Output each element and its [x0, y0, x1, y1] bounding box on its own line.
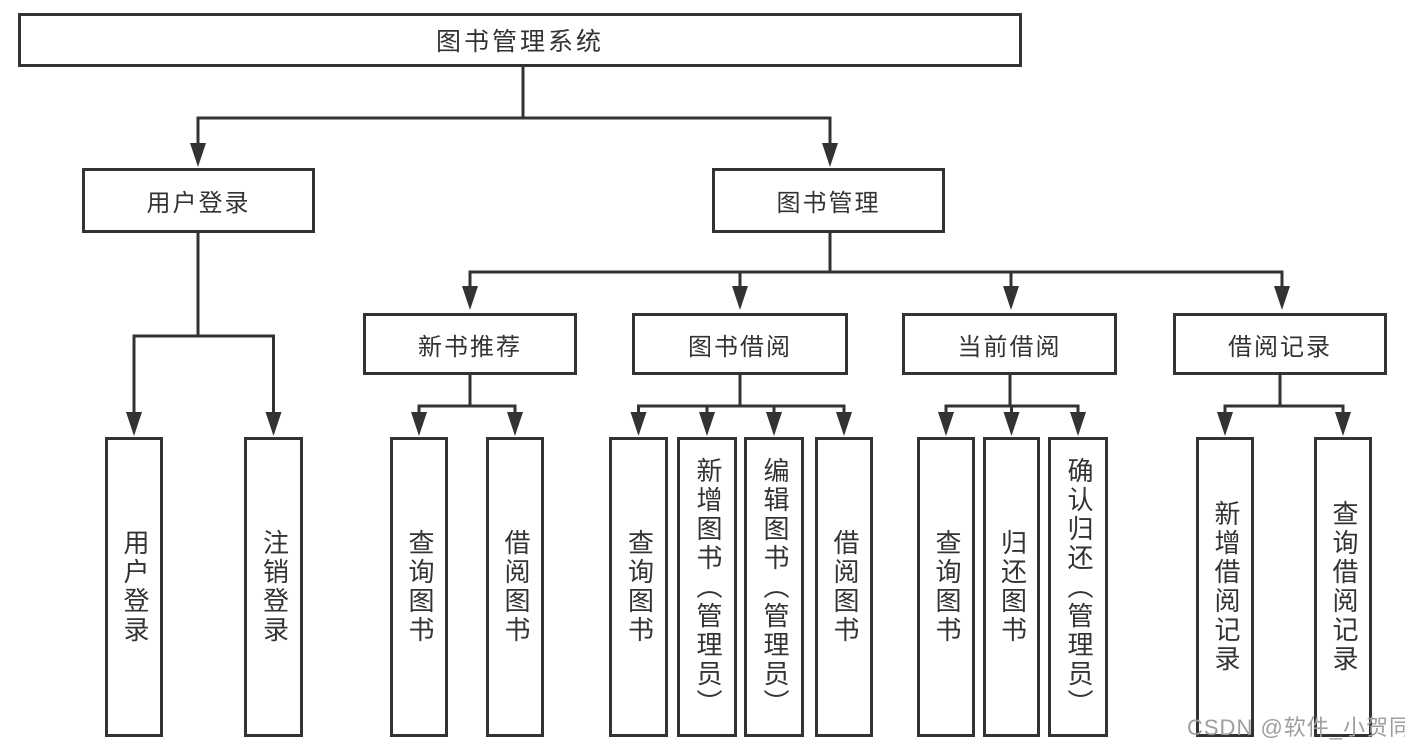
node-new-book-recommendation: 新书推荐	[363, 313, 577, 375]
node-root-library-system: 图书管理系统	[18, 13, 1022, 67]
node-book-borrowing: 图书借阅	[632, 313, 848, 375]
node-leaf-return-books: 归还图书	[983, 437, 1040, 737]
connector-userlogin-to-children	[132, 233, 275, 414]
node-leaf-user-login: 用户登录	[105, 437, 163, 737]
connector-currentborrow-to-children	[944, 375, 1080, 414]
node-current-borrowing: 当前借阅	[902, 313, 1117, 375]
node-borrowing-records-label: 借阅记录	[1228, 333, 1332, 361]
node-leaf-borrow-books-2-label: 借阅图书	[829, 529, 860, 645]
node-borrowing-records: 借阅记录	[1173, 313, 1387, 375]
node-leaf-add-books-admin-label: 新增图书（管理员）	[692, 456, 723, 718]
node-leaf-return-books-label: 归还图书	[997, 529, 1028, 645]
node-leaf-confirm-return-admin: 确认归还（管理员）	[1048, 437, 1108, 737]
node-leaf-query-books-1: 查询图书	[390, 437, 448, 737]
node-leaf-add-borrow-record-label: 新增借阅记录	[1210, 500, 1241, 674]
node-leaf-confirm-return-admin-label: 确认归还（管理员）	[1063, 456, 1094, 718]
node-leaf-borrow-books-2: 借阅图书	[815, 437, 873, 737]
connector-bookmgmt-to-level3	[468, 233, 1284, 288]
connector-bookborrow-to-children	[637, 375, 846, 414]
node-book-management-branch-label: 图书管理	[776, 190, 881, 217]
arrowheads	[126, 143, 1351, 436]
node-leaf-user-login-label: 用户登录	[119, 529, 150, 645]
node-user-login-branch-label: 用户登录	[146, 190, 251, 217]
connector-records-to-children	[1223, 375, 1345, 414]
connector-newbook-to-children	[417, 375, 517, 414]
node-leaf-query-books-2: 查询图书	[609, 437, 668, 737]
node-leaf-query-books-3: 查询图书	[917, 437, 975, 737]
node-book-borrowing-label: 图书借阅	[688, 333, 792, 361]
node-leaf-query-borrow-record: 查询借阅记录	[1314, 437, 1372, 737]
node-leaf-edit-books-admin-label: 编辑图书（管理员）	[759, 456, 790, 718]
node-root-label: 图书管理系统	[435, 28, 604, 56]
node-current-borrowing-label: 当前借阅	[957, 333, 1062, 361]
csdn-watermark: CSDN @软件_小贺同学	[1187, 715, 1405, 740]
node-leaf-query-books-3-label: 查询图书	[931, 529, 962, 645]
connector-root-to-level2	[196, 67, 832, 146]
node-leaf-logout: 注销登录	[244, 437, 303, 737]
node-leaf-borrow-books-1: 借阅图书	[486, 437, 544, 737]
node-user-login-branch: 用户登录	[82, 168, 315, 233]
node-new-book-recommendation-label: 新书推荐	[418, 333, 522, 361]
node-leaf-edit-books-admin: 编辑图书（管理员）	[744, 437, 804, 737]
node-leaf-query-books-1-label: 查询图书	[404, 529, 435, 645]
node-leaf-logout-label: 注销登录	[259, 529, 290, 645]
node-leaf-add-books-admin: 新增图书（管理员）	[677, 437, 737, 737]
node-leaf-query-borrow-record-label: 查询借阅记录	[1328, 500, 1359, 674]
node-leaf-query-books-2-label: 查询图书	[624, 529, 655, 645]
node-book-management-branch: 图书管理	[712, 168, 945, 233]
node-leaf-add-borrow-record: 新增借阅记录	[1196, 437, 1254, 737]
node-leaf-borrow-books-1-label: 借阅图书	[500, 529, 531, 645]
